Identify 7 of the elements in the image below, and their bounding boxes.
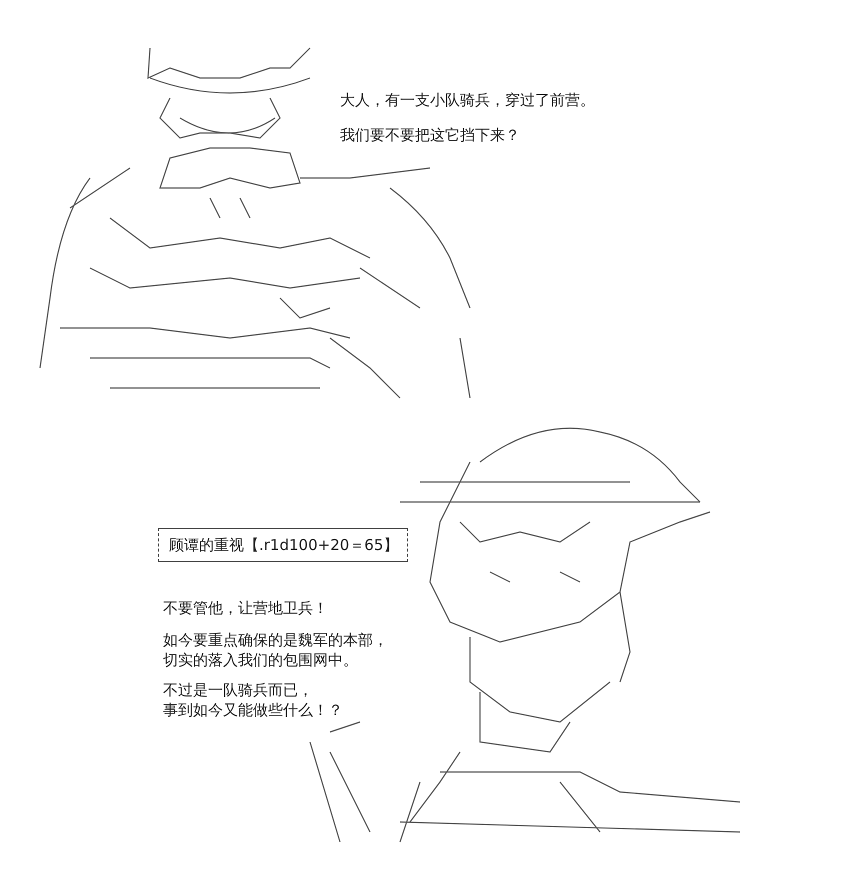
dialogue-text: 如今要重点确保的是魏军的本部，切实的落入我们的包围网中。 [163, 630, 389, 670]
dialogue-text: 不过是一队骑兵而已，事到如今又能做些什么！？ [163, 680, 344, 720]
box-text: 顾谭的重视【.r1d100+20＝65】 [169, 536, 398, 554]
dialogue-text: 不要管他，让营地卫兵！ [163, 598, 329, 618]
dialogue-text: 大人，有一支小队骑兵，穿过了前营。 [340, 90, 596, 110]
dice-roll-box [158, 528, 408, 562]
dialogue-text: 我们要不要把这它挡下来？ [340, 125, 521, 145]
